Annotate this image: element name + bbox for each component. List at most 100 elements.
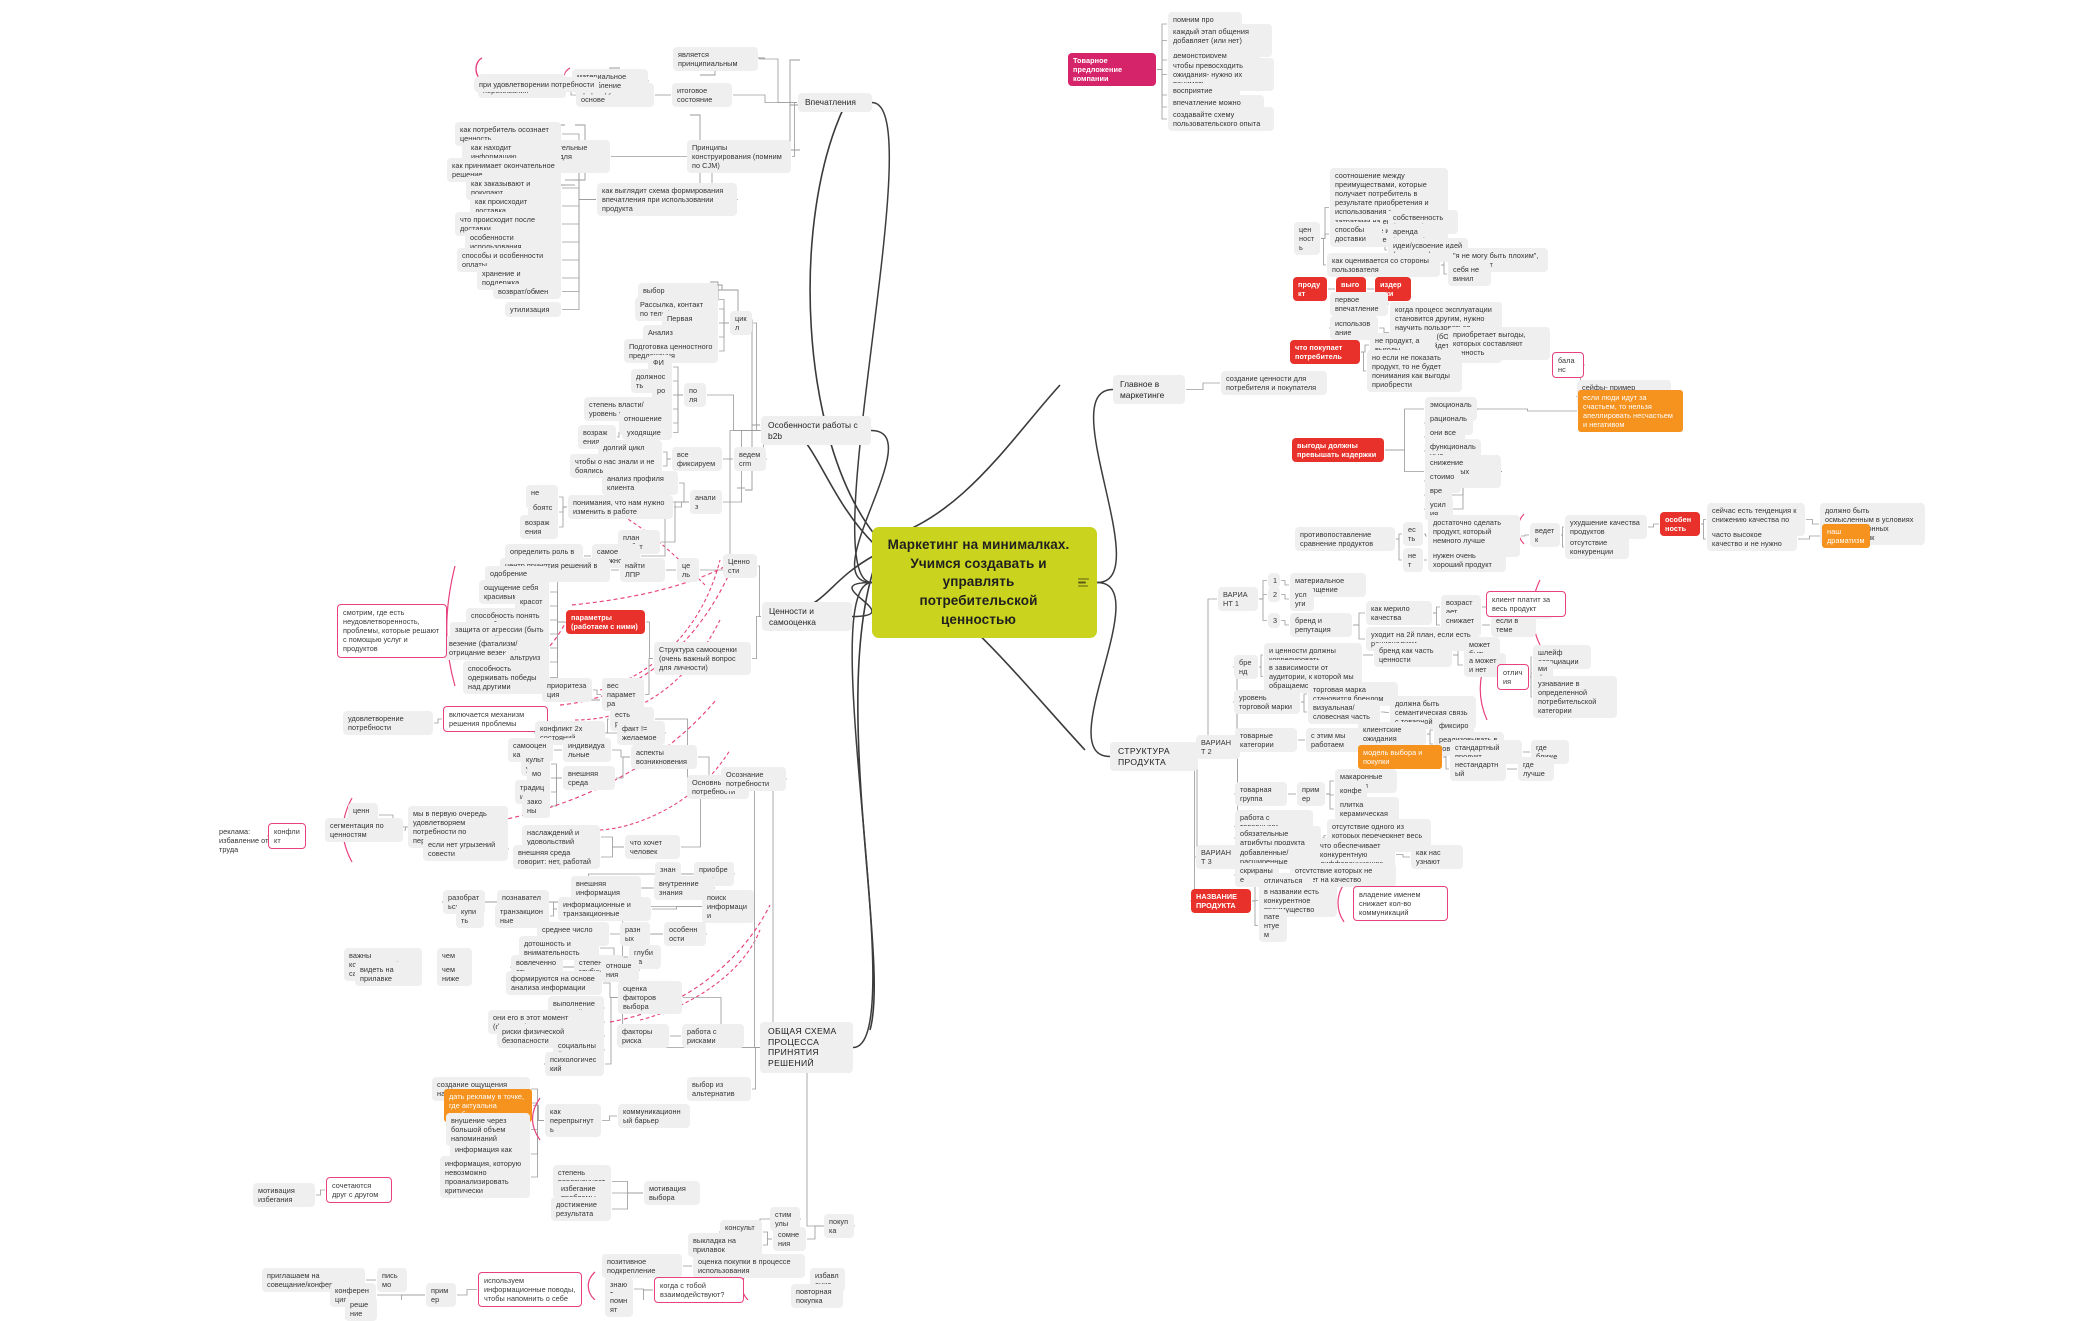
node-mm-30[interactable]: выгоды должны превышать издержки bbox=[1292, 438, 1384, 463]
node-val-13: смотрим, где есть неудовлетворенность, п… bbox=[337, 604, 447, 658]
node-dp-54: работа с рисками bbox=[682, 1024, 744, 1049]
node-mm-38: отсутствие конкуренции bbox=[1565, 535, 1629, 560]
node-dp-62: информация, которую невозможно проанализ… bbox=[440, 1156, 530, 1199]
node-impr-7: Принципы конструирования (помним по CJM) bbox=[687, 140, 791, 174]
node-dp-36: особенности bbox=[664, 922, 706, 947]
node-ps-15: бренд bbox=[1234, 655, 1258, 680]
node-b2b-21: возражения bbox=[520, 515, 558, 540]
branch-b2b[interactable]: Особенности работы с b2b bbox=[761, 416, 871, 445]
node-mm-43[interactable]: наш драматизм bbox=[1822, 524, 1870, 549]
node-dp-70: сочетаются друг с другом bbox=[326, 1177, 392, 1204]
node-ps-43: плитка керамическая bbox=[1335, 797, 1399, 822]
node-ps-11: если в теме bbox=[1491, 613, 1536, 638]
node-mm-0: ценность bbox=[1294, 222, 1320, 256]
node-dp-21: что хочет человек bbox=[625, 835, 680, 860]
node-mm-36: ведет к bbox=[1530, 523, 1560, 548]
branch-values[interactable]: Ценности и самооценка bbox=[762, 602, 852, 631]
node-ps-29: товарные категории bbox=[1235, 728, 1297, 753]
node-mm-8: себя не винил bbox=[1448, 262, 1491, 287]
branch-decision[interactable]: ОБЩАЯ СХЕМА ПРОЦЕССА ПРИНЯТИЯ РЕШЕНИЙ bbox=[760, 1022, 853, 1073]
central-title-line-1: Маркетинг на минималках. bbox=[887, 537, 1070, 552]
node-impr-18: возврат/обмен bbox=[493, 284, 561, 300]
branch-product[interactable]: СТРУКТУРА ПРОДУКТА bbox=[1110, 742, 1198, 772]
node-dp-52: психологический bbox=[545, 1052, 604, 1077]
node-ps-50: как нас узнают bbox=[1411, 845, 1463, 870]
node-dp-81: письмо bbox=[377, 1268, 407, 1293]
node-dp-69: мотивация избегания bbox=[253, 1183, 315, 1208]
node-dp-33: информационные и транзакционные bbox=[558, 897, 651, 922]
branch-impressions[interactable]: Впечатления bbox=[798, 93, 872, 112]
central-title-line-3: потребительской ценностью bbox=[919, 592, 1038, 627]
node-dp-22: конфликт bbox=[268, 823, 306, 850]
node-dp-26: внешняя информация bbox=[571, 876, 641, 901]
node-ps-39: товарная группа bbox=[1235, 782, 1287, 807]
node-ps-56: патентуем bbox=[1259, 909, 1287, 943]
node-mm-35: противопоставление сравнение продуктов bbox=[1295, 527, 1395, 552]
node-b2b-11: поля bbox=[684, 383, 706, 408]
node-ps-28: узнавание в определенной потребительской… bbox=[1533, 676, 1617, 719]
node-ps-5: услуги bbox=[1290, 587, 1314, 612]
node-dp-67: достижение результата bbox=[551, 1197, 611, 1222]
node-dp-85: используем информационные поводы, чтобы … bbox=[478, 1272, 582, 1308]
node-ps-14: ВАРИАНТ 2 bbox=[1196, 735, 1240, 760]
central-node[interactable]: Маркетинг на минималках.Учимся создавать… bbox=[872, 527, 1097, 639]
branch-marketing[interactable]: Главное в маркетинге bbox=[1113, 375, 1185, 404]
node-dp-18: если нет угрызений совести bbox=[423, 837, 508, 862]
node-dp-43: видеть на прилавке bbox=[355, 962, 422, 987]
node-mm-39[interactable]: особенность bbox=[1660, 512, 1700, 537]
node-impr-17: хранение и поддержка bbox=[477, 266, 561, 291]
node-dp-76: позитивное подкрепление bbox=[602, 1254, 682, 1279]
node-ps-38: где лучше bbox=[1518, 757, 1554, 782]
node-ps-25: отличия bbox=[1497, 664, 1529, 691]
node-ps-40: пример bbox=[1297, 782, 1325, 807]
node-mm-6: как оценивается со стороны пользователя bbox=[1327, 253, 1440, 278]
node-dp-12: внешняя среда bbox=[563, 766, 615, 791]
node-dp-23: реклама: избавление от труда bbox=[219, 827, 269, 855]
node-ps-31: клиентские ожидания bbox=[1358, 722, 1426, 747]
node-dp-87: помнят bbox=[605, 1293, 633, 1318]
node-val-8: способность одерживать победы над другим… bbox=[463, 661, 549, 695]
node-dp-47: отношения bbox=[601, 958, 639, 983]
node-b2b-18: анализ профиля клиента bbox=[602, 471, 678, 496]
node-ps-0: ВАРИАНТ 1 bbox=[1218, 587, 1258, 612]
node-mm-32: есть bbox=[1403, 522, 1423, 547]
node-b2b-29: цель bbox=[677, 558, 699, 583]
node-mm-42: часто высокое качество и не нужно bbox=[1707, 527, 1797, 552]
node-val-9[interactable]: параметры (работаем с ними) bbox=[566, 610, 645, 635]
node-dp-68: мотивация выбора bbox=[644, 1181, 700, 1206]
node-dp-74: сомнения bbox=[773, 1227, 806, 1252]
node-val-10: Структура самооценки (очень важный вопро… bbox=[654, 642, 751, 676]
notes-icon[interactable] bbox=[1078, 578, 1089, 587]
node-ps-53[interactable]: НАЗВАНИЕ ПРОДУКТА bbox=[1191, 889, 1251, 914]
node-mm-2: способы доставки bbox=[1330, 222, 1382, 247]
node-mm-33: нет bbox=[1403, 548, 1423, 573]
node-dp-63: как перепрыгнуть bbox=[545, 1104, 601, 1138]
node-dp-20: внешняя среда говорит: нет, работай bbox=[513, 845, 600, 870]
node-mm-17: приобретает выгоды, которых составляют ц… bbox=[1448, 327, 1550, 361]
node-val-11: приоритезация bbox=[542, 678, 592, 703]
node-impr-19: утилизация bbox=[505, 302, 561, 318]
node-mm-21[interactable]: если люди идут за счастьем, то нельзя ап… bbox=[1578, 390, 1683, 433]
node-b2b-16: все фиксируем bbox=[672, 447, 722, 472]
node-ps-2: 2 bbox=[1268, 587, 1280, 603]
node-mm-34: нужен очень хороший продукт bbox=[1428, 548, 1506, 573]
node-mm-9[interactable]: продукт bbox=[1293, 277, 1327, 302]
node-dp-73: выкладка на прилавок bbox=[688, 1233, 762, 1258]
node-ps-23: визуальная/словесная часть bbox=[1308, 700, 1380, 725]
node-dp-53: факторы риска bbox=[617, 1024, 669, 1049]
node-mm-18: но если не показать продукт, то не будет… bbox=[1367, 350, 1462, 393]
node-ps-13: клиент платит за весь продукт bbox=[1486, 591, 1566, 618]
node-ps-34[interactable]: модель выбора и покупки bbox=[1358, 745, 1442, 770]
node-dp-55: выбор из альтернатив bbox=[687, 1077, 751, 1102]
node-dp-60: внушение через большой объем напоминаний bbox=[446, 1113, 530, 1147]
node-ps-6: бренд и репутация bbox=[1290, 613, 1352, 638]
node-dp-2: включается механизм решения проблемы bbox=[443, 706, 548, 733]
node-impr-5: при удовлетворении потребности bbox=[474, 77, 600, 93]
node-dp-77: оценка покупки в процессе использования bbox=[693, 1254, 805, 1279]
node-impr-1: итоговое состояние bbox=[672, 83, 732, 108]
node-dp-35: разных bbox=[620, 922, 650, 947]
node-mm-19: баланс bbox=[1552, 352, 1584, 379]
node-mm-15[interactable]: что покупает потребитель bbox=[1290, 340, 1360, 365]
node-ps-3: 3 bbox=[1268, 613, 1280, 629]
branch-company-offer[interactable]: Товарное предложение компании bbox=[1068, 53, 1156, 87]
